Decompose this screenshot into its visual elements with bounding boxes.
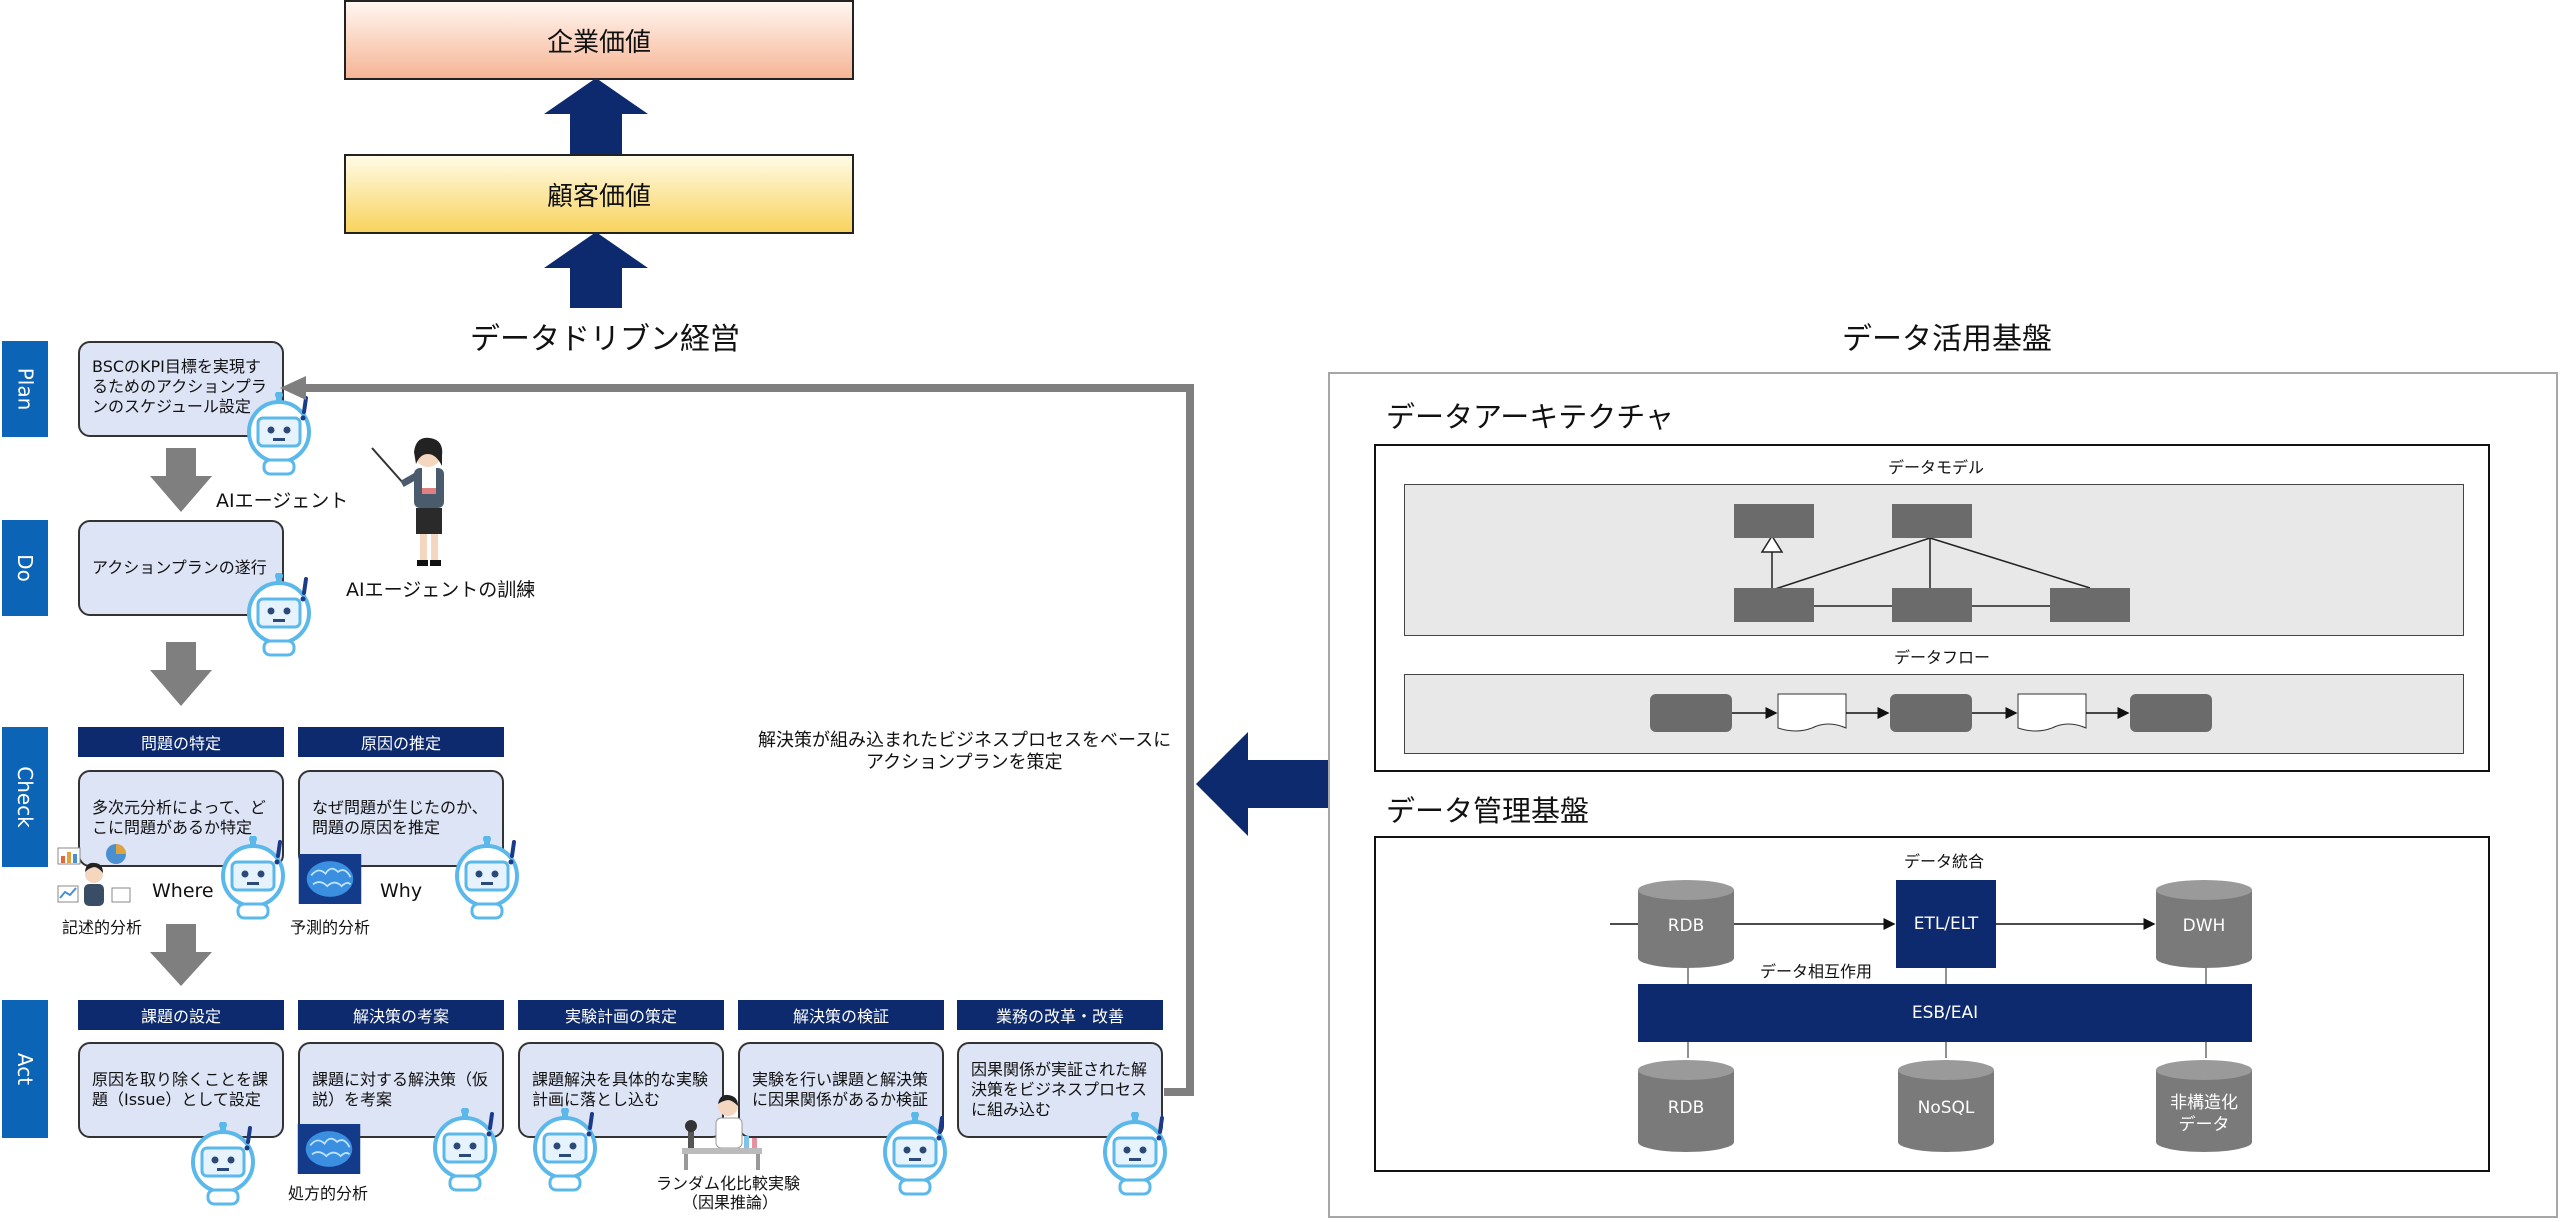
enterprise-value-box: 企業価値 (344, 0, 854, 80)
check-header-identify: 問題の特定 (78, 727, 284, 757)
customer-value-label: 顧客価値 (546, 181, 651, 212)
management-box (1374, 836, 2490, 1172)
act-header-improve: 業務の改革・改善 (957, 1000, 1163, 1030)
predictive-analysis-label: 予測的分析 (290, 918, 371, 937)
management-title: データ管理基盤 (1386, 794, 1590, 828)
act-card-issue: 原因を取り除くことを課題（Issue）として設定 (78, 1042, 284, 1138)
do-card: アクションプランの遂行 (78, 520, 284, 616)
act-card-experiment-text: 課題解決を具体的な実験計画に落とし込む (532, 1070, 709, 1109)
rdb-top-label: RDB (1667, 916, 1705, 936)
phase-do: Do (2, 520, 48, 616)
ai-training-label: AIエージェントの訓練 (346, 579, 536, 601)
rct-label-line2: （因果推論） (682, 1193, 779, 1212)
ai-agent-label: AIエージェント (216, 490, 349, 512)
check-header-estimate: 原因の推定 (298, 727, 504, 757)
down-arrow-icon (150, 448, 212, 512)
rct-label-line1: ランダム化比較実験 (656, 1174, 801, 1193)
data-flow-panel (1404, 674, 2464, 754)
descriptive-analysis-label: 記述的分析 (62, 918, 143, 937)
data-model-diagram (1734, 504, 2130, 622)
check-card-estimate-text: なぜ問題が生じたのか、問題の原因を推定 (312, 798, 488, 837)
customer-value-box: 顧客価値 (344, 154, 854, 234)
enterprise-value-label: 企業価値 (546, 27, 651, 58)
robot-icon (218, 836, 288, 920)
data-flow-label: データフロー (1894, 648, 1991, 667)
nosql-label: NoSQL (1917, 1098, 1975, 1118)
data-flow-diagram (1650, 693, 2212, 732)
act-header-verify: 解決策の検証 (738, 1000, 944, 1030)
phase-act: Act (2, 1000, 48, 1138)
brain-icon (296, 1124, 362, 1174)
feedback-loop-arrow (280, 376, 1194, 1096)
architecture-box (1374, 444, 2490, 772)
robot-icon (430, 1108, 500, 1192)
esb-bar: ESB/EAI (1638, 984, 2252, 1042)
nosql-cylinder: NoSQL (1898, 1060, 1994, 1152)
act-header-experiment: 実験計画の策定 (518, 1000, 724, 1030)
prescriptive-analysis-label: 処方的分析 (288, 1184, 369, 1203)
trainer-icon (371, 437, 444, 566)
down-arrow-icon (150, 642, 212, 706)
act-header-solution: 解決策の考案 (298, 1000, 504, 1030)
dwh-label: DWH (2182, 916, 2226, 936)
check-card-identify-text: 多次元分析によって、どこに問題があるか特定 (92, 798, 266, 837)
left-arrow-icon (1196, 732, 1328, 836)
up-arrow-icon (544, 78, 648, 156)
robot-icon (1100, 1112, 1170, 1196)
feedback-text-line1: 解決策が組み込まれたビジネスプロセスをベースに (758, 730, 1172, 751)
rdb-top-cylinder: RDB (1638, 880, 1734, 968)
scientist-icon (682, 1094, 762, 1170)
etl-box: ETL/ELT (1896, 880, 1996, 968)
unstructured-cylinder: 非構造化 データ (2156, 1060, 2252, 1152)
do-card-text: アクションプランの遂行 (92, 558, 267, 577)
data-driven-title: データドリブン経営 (470, 322, 740, 357)
act-card-issue-text: 原因を取り除くことを課題（Issue）として設定 (92, 1070, 269, 1109)
robot-icon (530, 1108, 600, 1192)
data-model-label: データモデル (1888, 458, 1985, 477)
platform-title: データ活用基盤 (1842, 322, 2052, 357)
platform-frame (1328, 372, 2558, 1218)
phase-check: Check (2, 727, 48, 867)
why-label: Why (380, 880, 423, 902)
plan-card-text: BSCのKPI目標を実現するためのアクションプランのスケジュール設定 (92, 357, 267, 416)
act-card-solution-text: 課題に対する解決策（仮説）を考案 (312, 1070, 489, 1109)
integration-label: データ統合 (1904, 852, 1985, 871)
rdb-bottom-label: RDB (1667, 1098, 1705, 1118)
up-arrow-icon (544, 232, 648, 308)
down-arrow-icon (150, 924, 212, 986)
architecture-title: データアーキテクチャ (1386, 400, 1674, 434)
interaction-label: データ相互作用 (1760, 962, 1873, 981)
act-card-solution: 課題に対する解決策（仮説）を考案 (298, 1042, 504, 1138)
dwh-cylinder: DWH (2156, 880, 2252, 968)
phase-plan: Plan (2, 341, 48, 437)
act-card-improve-text: 因果関係が実証された解決策をビジネスプロセスに組み込む (971, 1060, 1148, 1119)
rdb-bottom-cylinder: RDB (1638, 1060, 1734, 1152)
esb-label: ESB/EAI (1911, 1003, 1979, 1023)
etl-label: ETL/ELT (1913, 914, 1979, 934)
feedback-text-line2: アクションプランを策定 (866, 752, 1063, 773)
plan-card: BSCのKPI目標を実現するためのアクションプランのスケジュール設定 (78, 341, 284, 437)
unstructured-label-line2: データ (2178, 1115, 2230, 1135)
act-card-verify-text: 実験を行い課題と解決策に因果関係があるか検証 (752, 1070, 929, 1109)
analyst-icon (57, 844, 131, 906)
robot-icon (188, 1122, 258, 1206)
act-header-issue: 課題の設定 (78, 1000, 284, 1030)
unstructured-label-line1: 非構造化 (2170, 1093, 2238, 1113)
robot-icon (880, 1112, 950, 1196)
where-label: Where (152, 880, 214, 902)
